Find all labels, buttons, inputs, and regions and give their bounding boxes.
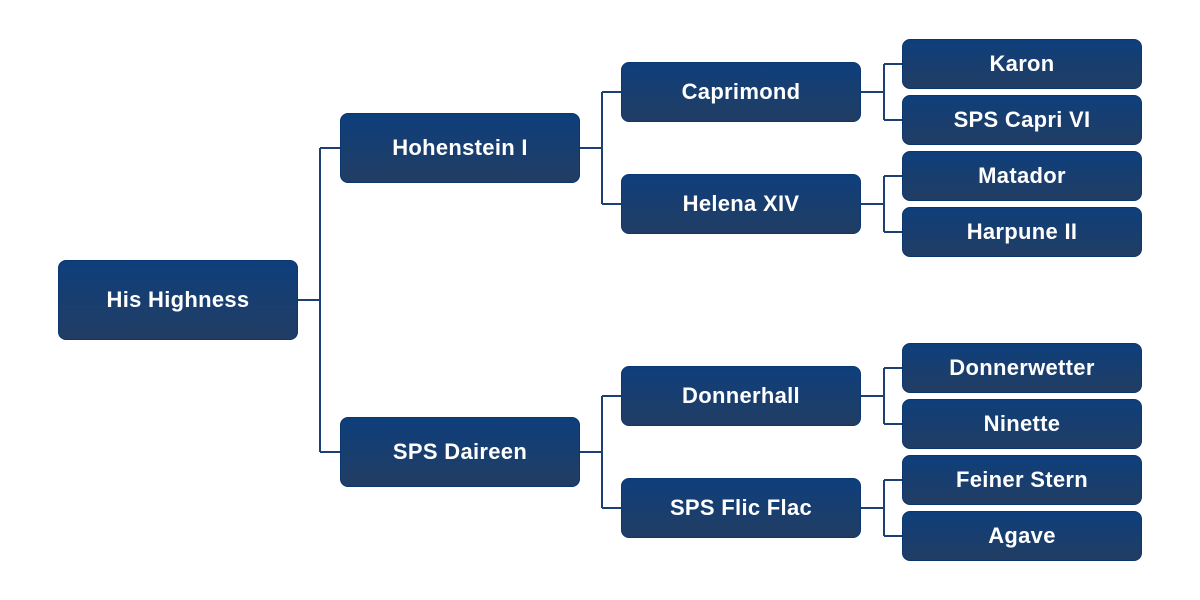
node-sire-dam-sire: Matador (902, 151, 1142, 201)
node-subject: His Highness (58, 260, 298, 340)
node-dam: SPS Daireen (340, 417, 580, 487)
node-sire: Hohenstein I (340, 113, 580, 183)
node-dam-sire: Donnerhall (621, 366, 861, 426)
node-dam-dam-sire: Feiner Stern (902, 455, 1142, 505)
node-dam-sire-dam: Ninette (902, 399, 1142, 449)
node-sire-sire-sire: Karon (902, 39, 1142, 89)
node-dam-dam: SPS Flic Flac (621, 478, 861, 538)
node-sire-sire: Caprimond (621, 62, 861, 122)
node-sire-dam: Helena XIV (621, 174, 861, 234)
node-dam-sire-sire: Donnerwetter (902, 343, 1142, 393)
node-sire-sire-dam: SPS Capri VI (902, 95, 1142, 145)
node-dam-dam-dam: Agave (902, 511, 1142, 561)
node-sire-dam-dam: Harpune II (902, 207, 1142, 257)
